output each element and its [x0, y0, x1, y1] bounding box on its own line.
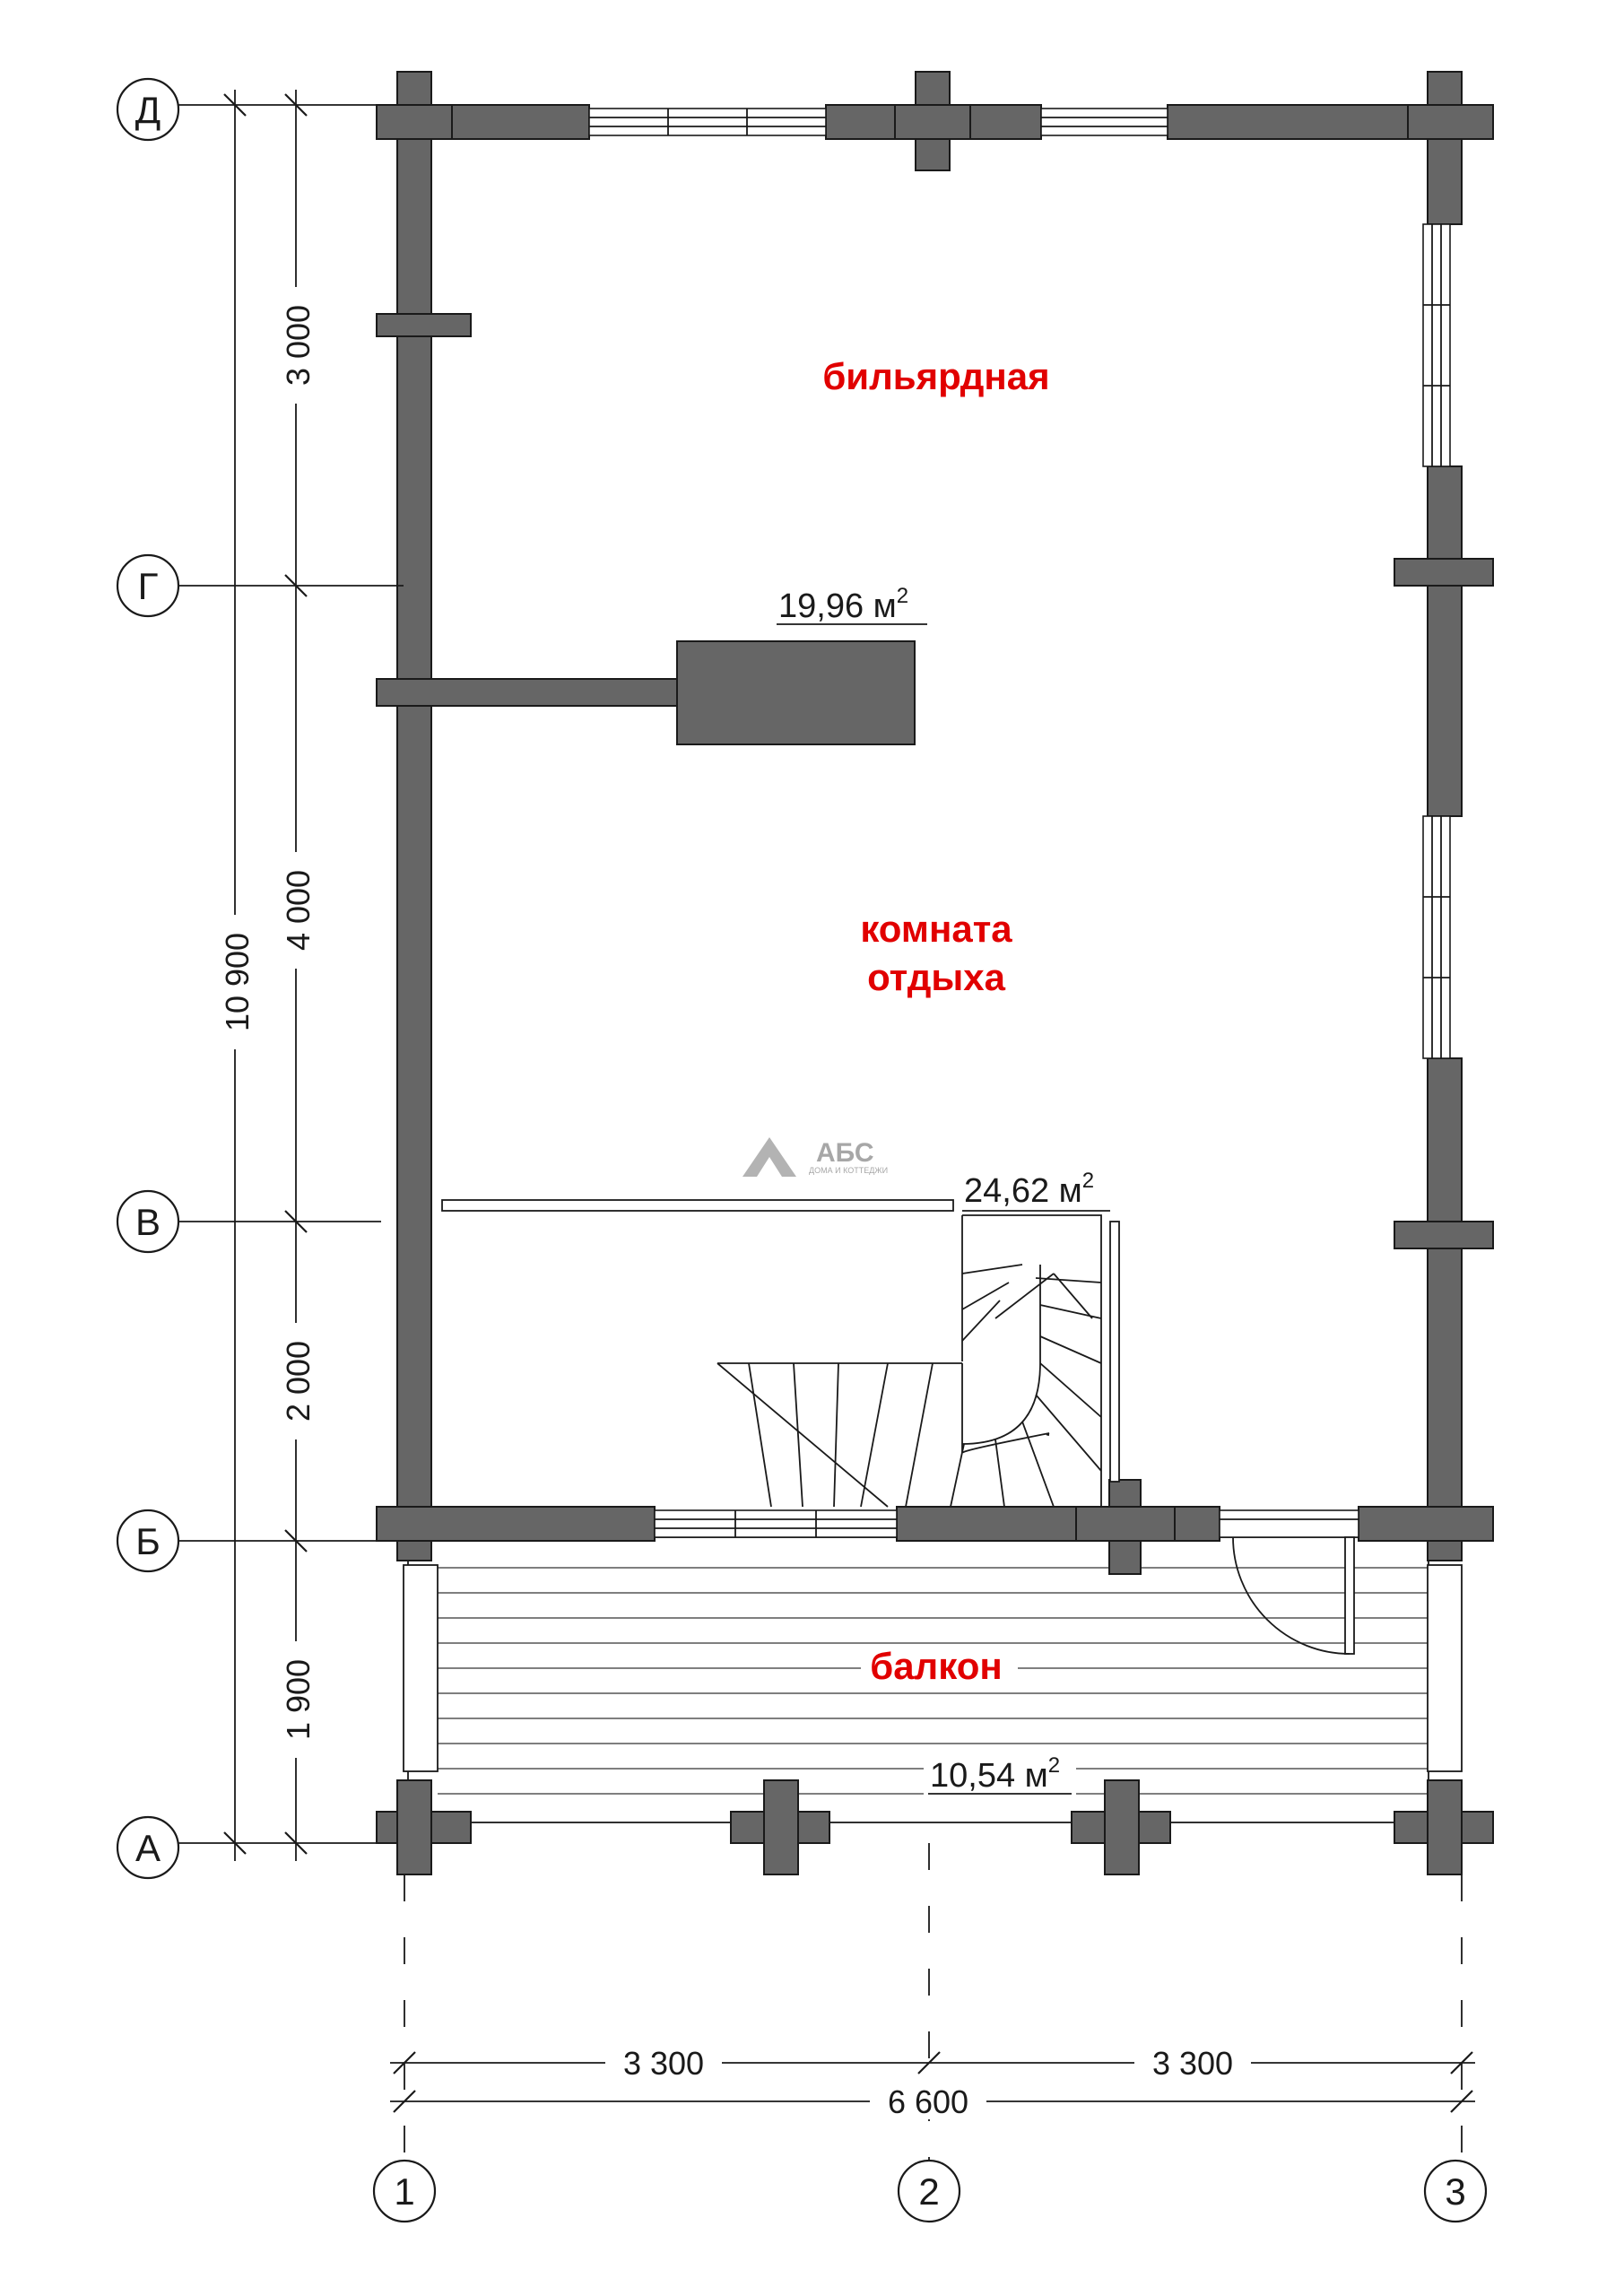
logo-tagline: ДОМА И КОТТЕДЖИ — [809, 1166, 888, 1175]
window-right-lower — [1422, 815, 1451, 1059]
axis-col-1: 1 — [372, 2159, 437, 2223]
axis-row-V: В — [116, 1189, 180, 1254]
bottom-dimensions: 3 300 3 300 6 600 — [390, 2045, 1475, 2120]
dim-bottom-segment-2: 3 300 — [1152, 2045, 1233, 2082]
svg-text:2: 2 — [918, 2170, 939, 2213]
dim-left-total: 10 900 — [219, 933, 256, 1031]
axis-lines — [168, 104, 1463, 2161]
svg-text:В: В — [135, 1201, 161, 1243]
dim-left-segment-1: 3 000 — [280, 305, 317, 386]
staircase — [716, 1214, 1102, 1508]
room-balcony-area: 10,54 м2 — [930, 1753, 1060, 1795]
dim-left-segment-2: 4 000 — [280, 870, 317, 951]
axis-row-G: Г — [116, 553, 180, 618]
dim-bottom-segment-1: 3 300 — [623, 2045, 704, 2082]
window-top-left — [588, 108, 827, 136]
room-rest-name-line2: отдыха — [867, 956, 1006, 998]
axis-row-D: Д — [116, 77, 180, 142]
window-right-upper — [1422, 223, 1451, 467]
logo-name: АБС — [816, 1138, 874, 1168]
logo-mark-icon — [743, 1137, 796, 1177]
window-top-right — [1040, 108, 1168, 136]
room-balcony: балкон 10,54 м2 — [861, 1645, 1076, 1800]
axis-row-A: А — [116, 1815, 180, 1880]
window-balcony-wall — [654, 1509, 898, 1538]
svg-text:Б: Б — [135, 1520, 161, 1562]
svg-text:1: 1 — [394, 2170, 414, 2213]
room-balcony-name: балкон — [870, 1645, 1002, 1687]
room-rest: комната отдыха 24,62 м2 — [860, 908, 1110, 1212]
left-dimensions: 3 000 4 000 2 000 1 900 10 900 — [217, 90, 317, 1861]
svg-text:Д: Д — [135, 89, 161, 131]
axis-col-2: 2 — [897, 2159, 961, 2223]
windows — [588, 108, 1451, 1538]
room-rest-name-line1: комната — [860, 908, 1012, 950]
walls — [376, 71, 1494, 1875]
svg-text:Г: Г — [138, 565, 159, 607]
axis-col-3: 3 — [1423, 2159, 1488, 2223]
room-billiard-area: 19,96 м2 — [778, 584, 908, 625]
svg-text:3: 3 — [1445, 2170, 1465, 2213]
axis-row-B: Б — [116, 1509, 180, 1573]
dim-left-segment-4: 1 900 — [280, 1659, 317, 1740]
stair-railing — [441, 1199, 1120, 1483]
balcony-deck — [403, 1536, 1463, 1823]
axis-bubbles: Д Г В Б А 1 2 3 — [116, 77, 1488, 2223]
abs-logo: АБС ДОМА И КОТТЕДЖИ — [743, 1137, 888, 1177]
room-billiard-name: бильярдная — [822, 355, 1049, 397]
dim-left-segment-3: 2 000 — [280, 1341, 317, 1422]
svg-text:А: А — [135, 1827, 161, 1869]
dim-bottom-total: 6 600 — [888, 2083, 968, 2120]
room-rest-area: 24,62 м2 — [964, 1169, 1094, 1210]
balcony-door — [1219, 1509, 1359, 1655]
room-billiard: бильярдная 19,96 м2 — [777, 355, 1050, 625]
